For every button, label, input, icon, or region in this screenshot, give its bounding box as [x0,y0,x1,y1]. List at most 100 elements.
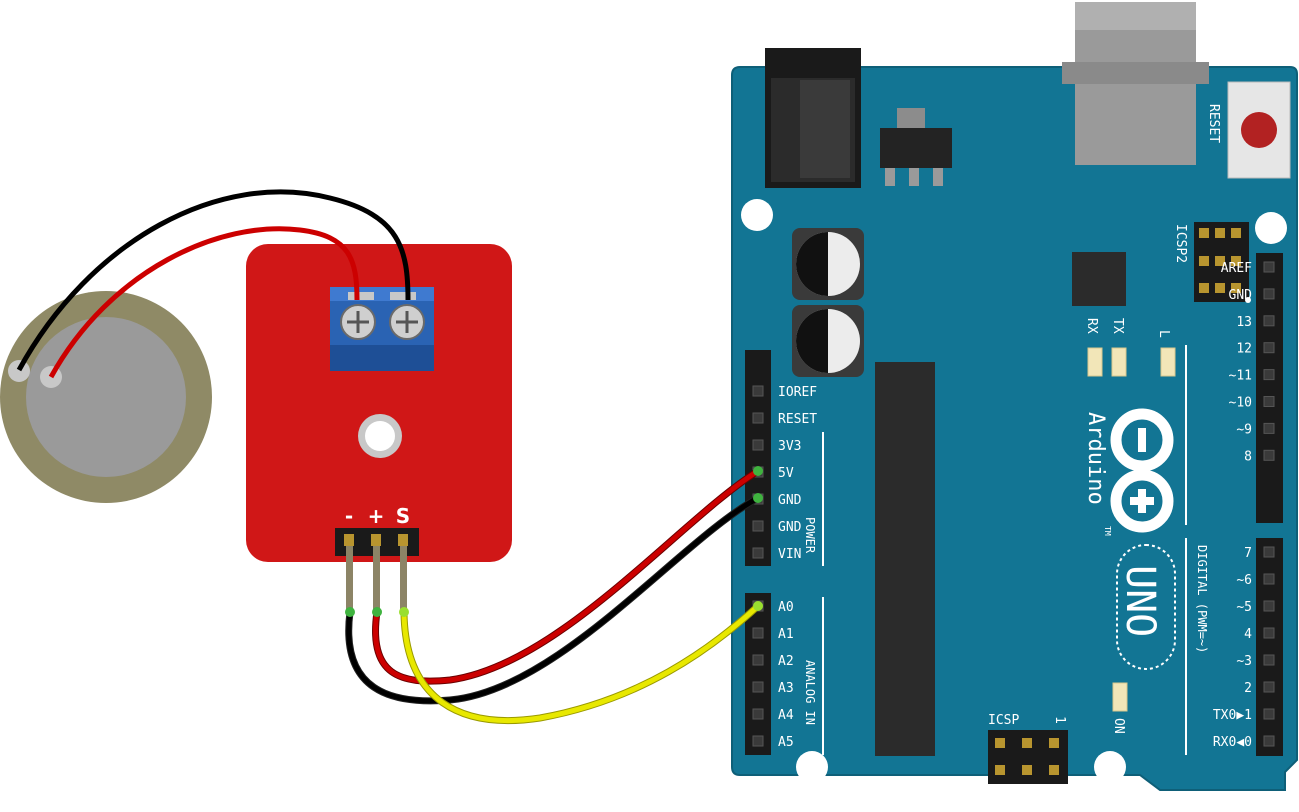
board-outline [731,66,1298,791]
header-pin-reset[interactable] [752,412,764,424]
connection-dot [753,466,763,476]
analog-header [745,593,771,755]
pin-label-gnd: GND [778,493,802,508]
usb-interface-chip [1072,252,1126,306]
screw-terminal [330,287,434,371]
pin-label-4: 4 [1244,627,1252,642]
power-header [745,350,771,566]
header-pin-gnd[interactable] [1263,288,1275,300]
icsp-label: ICSP [988,713,1019,728]
l-led-label: L [1156,330,1171,338]
on-led-label: ON [1111,718,1126,734]
analog-header-label: ANALOG IN [803,660,817,725]
header-pin-9[interactable] [1263,422,1275,434]
arduino-brand: Arduino [1083,412,1108,505]
pin-label-9: ~9 [1236,422,1252,437]
module-pin-label-plus: + [368,504,385,528]
on-led [1112,682,1128,712]
digital-header-label: DIGITAL (PWM=~) [1195,545,1209,653]
voltage-regulator [880,108,952,186]
pin-label-6: ~6 [1236,573,1252,588]
module-pcb [246,244,512,562]
header-pin-11[interactable] [1263,369,1275,381]
header-pin-aref[interactable] [1263,261,1275,273]
wire-5v [373,468,760,684]
pin-label-8: 8 [1244,449,1252,464]
connection-dot [345,607,355,617]
module-pin-signal [400,546,407,612]
mounting-hole [1094,751,1126,783]
pin-label-a4: A4 [778,708,794,723]
header-pin-7[interactable] [1263,546,1275,558]
module-pin-plus [373,546,380,612]
piezo-lead-black [8,360,30,382]
wire-signal [401,604,760,723]
usb-connector [1062,2,1209,165]
rx-led-label: RX [1084,318,1099,334]
header-pin-a1[interactable] [752,627,764,639]
header-pin-6[interactable] [1263,573,1275,585]
header-pin-a2[interactable] [752,654,764,666]
piezo-sensor-module: - + S [246,244,512,612]
capacitor [792,228,864,300]
header-pin-8[interactable] [1263,449,1275,461]
pin-label-a3: A3 [778,681,794,696]
connection-dot [399,607,409,617]
header-pin-10[interactable] [1263,396,1275,407]
header-pin-3[interactable] [1263,654,1275,666]
pin-label-10: ~10 [1229,396,1252,411]
arduino-board: RESET [731,2,1298,791]
pin-label-a0: A0 [778,600,794,615]
arduino-logo [1110,408,1174,533]
piezo-wire-red [48,226,360,379]
header-pin-a4[interactable] [752,708,764,720]
pin-label-a5: A5 [778,735,794,750]
atmega-chip [875,362,935,756]
header-pin-3v3[interactable] [752,439,764,451]
header-pin-a3[interactable] [752,681,764,693]
capacitor [792,305,864,377]
pin-label-ioref: IOREF [778,385,817,400]
mounting-hole [796,751,828,783]
pin-label-a1: A1 [778,627,794,642]
pin-label-tx0-1: TX0▶1 [1213,708,1252,723]
pin-label-3v3: 3V3 [778,439,801,454]
pin-label-aref: AREF [1221,261,1252,276]
header-pin-a5[interactable] [752,735,764,747]
header-pin-vin[interactable] [752,547,764,559]
connection-dot [753,601,763,611]
connection-dot [753,493,763,503]
header-pin-tx0-1[interactable] [1263,708,1275,720]
piezo-disc [0,291,212,503]
mounting-hole [741,199,773,231]
rx-led [1087,347,1103,377]
pin-label-rx0-0: RX0◀0 [1213,735,1252,750]
header-pin-gnd[interactable] [752,520,764,532]
uno-label: UNO [1117,565,1163,637]
connection-dot [372,607,382,617]
reset-button[interactable] [1227,81,1291,179]
header-pin-rx0-0[interactable] [1263,735,1275,747]
header-pin-13[interactable] [1263,315,1275,327]
icsp-pin1-label: 1 [1052,716,1067,724]
header-pin-4[interactable] [1263,627,1275,639]
header-pin-12[interactable] [1263,342,1275,354]
header-pin-2[interactable] [1263,681,1275,693]
power-header-label: POWER [803,517,817,554]
header-pin-ioref[interactable] [752,385,764,397]
pin-label-gnd: GND [1229,288,1253,303]
dc-power-jack [765,48,861,188]
pin-label-reset: RESET [778,412,817,427]
pin-label-12: 12 [1236,342,1252,357]
header-pin-5[interactable] [1263,600,1275,612]
icsp2-header [1194,222,1251,303]
pin-label-13: 13 [1236,315,1252,330]
pin-label-vin: VIN [778,547,801,562]
digital-header-lower [1256,538,1283,756]
pin-label-5: ~5 [1236,600,1252,615]
icsp2-label: ICSP2 [1173,224,1188,263]
